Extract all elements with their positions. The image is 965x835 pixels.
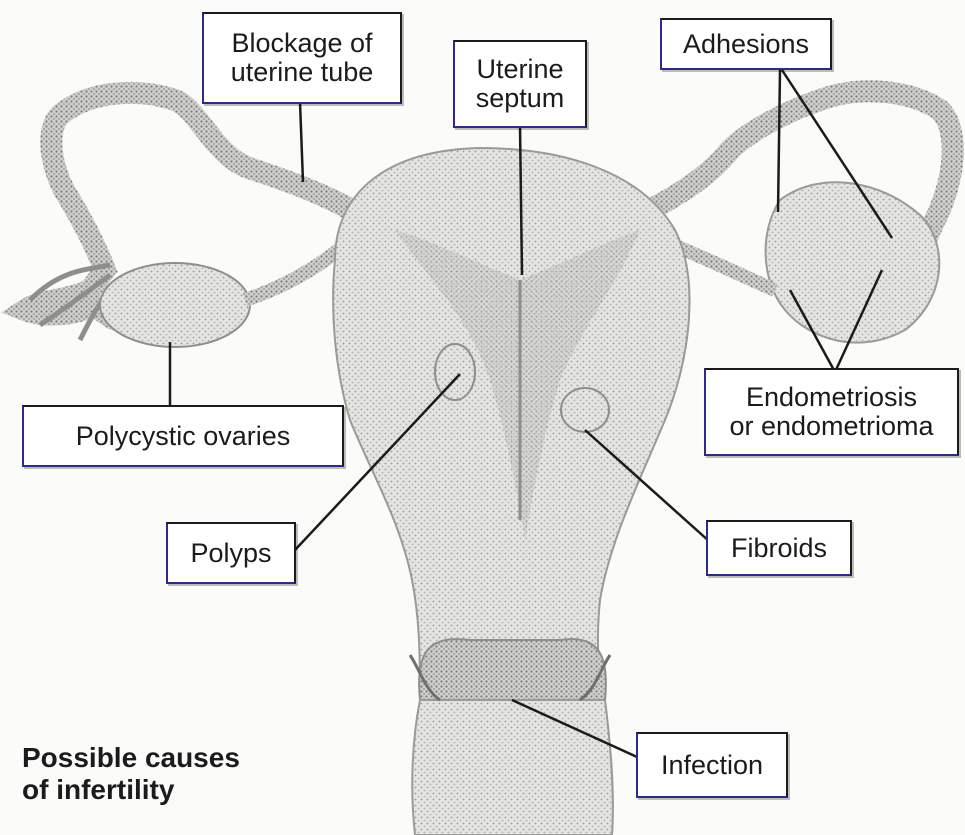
vagina xyxy=(412,700,613,835)
label-text: Infection xyxy=(661,751,763,780)
label-text: Polyps xyxy=(190,539,271,568)
label-infection: Infection xyxy=(636,732,788,798)
leader-blockage xyxy=(300,102,303,182)
label-polyps: Polyps xyxy=(166,522,296,584)
caption-line: of infertility xyxy=(22,774,240,806)
cervix xyxy=(419,639,606,700)
adhesion-mass xyxy=(766,182,940,342)
label-text-line: Blockage of xyxy=(231,29,374,58)
label-text: Fibroids xyxy=(731,534,827,563)
label-text: Adhesions xyxy=(683,30,809,59)
caption-line: Possible causes xyxy=(22,742,240,774)
left-ovarian-ligament xyxy=(245,245,345,300)
diagram-caption: Possible causes of infertility xyxy=(22,742,240,806)
label-adhesions: Adhesions xyxy=(660,18,832,70)
label-polycystic-ovaries: Polycystic ovaries xyxy=(22,405,344,467)
label-text-line: Uterine xyxy=(476,55,565,84)
polyp xyxy=(435,344,475,400)
label-text-line: or endometrioma xyxy=(729,412,933,441)
label-text-line: septum xyxy=(476,84,565,113)
leader-adhesions-a xyxy=(778,70,780,212)
label-text-line: uterine tube xyxy=(231,58,374,87)
fibroid xyxy=(561,388,609,432)
label-text: Polycystic ovaries xyxy=(76,422,291,451)
left-ovary xyxy=(100,263,250,347)
label-fibroids: Fibroids xyxy=(706,520,852,576)
label-text-line: Endometriosis xyxy=(729,383,933,412)
